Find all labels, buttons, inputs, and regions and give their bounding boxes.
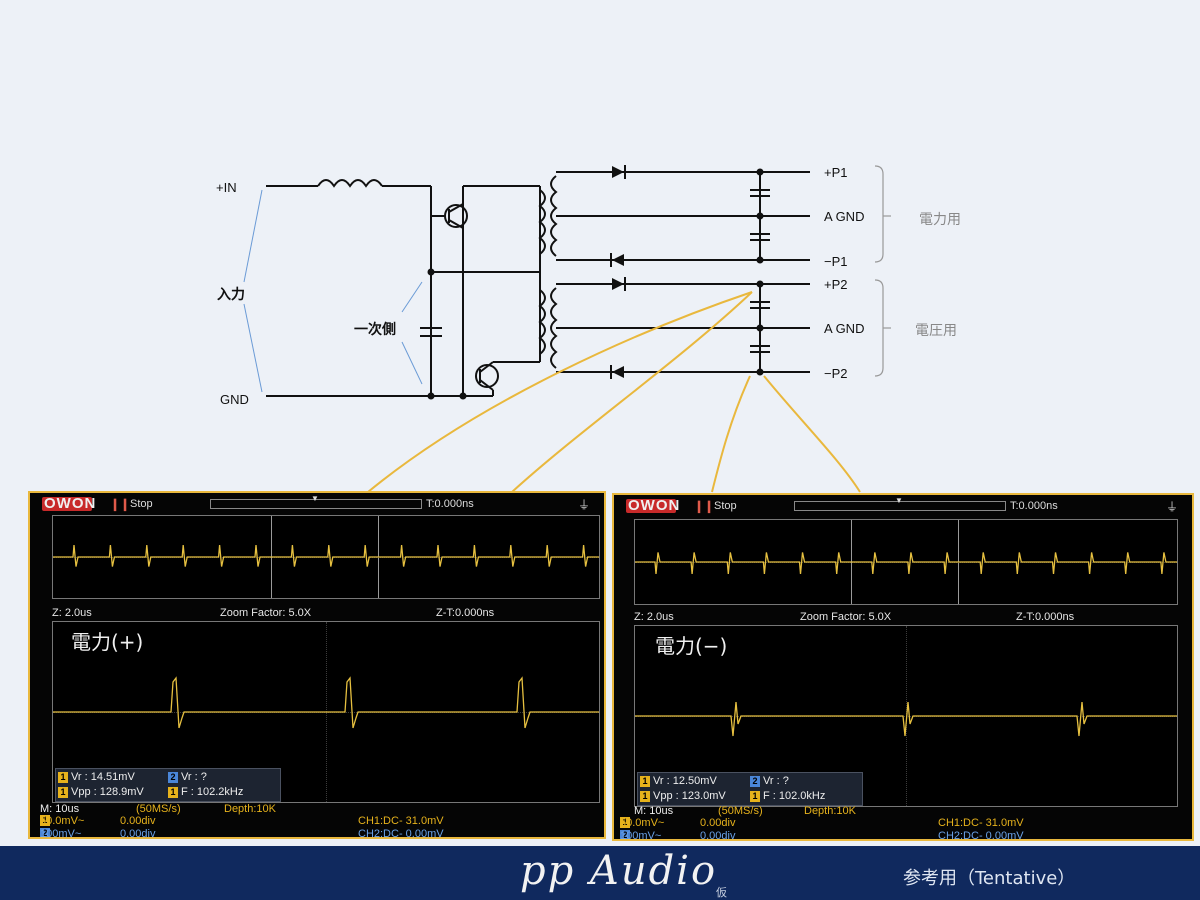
waveform-line — [635, 701, 1177, 737]
ch2-trigger: CH2:DC- 0.00mV — [938, 830, 1024, 841]
label-gnd: GND — [220, 392, 249, 407]
owon-brand: OWON — [44, 495, 97, 512]
owon-logo — [626, 499, 676, 513]
label-p1-minus: −P1 — [824, 254, 848, 269]
overview-trace — [53, 544, 599, 567]
sample-rate: (50MS/s) — [136, 803, 181, 815]
timebase: M: 10us — [40, 803, 80, 815]
zoom-trace — [53, 676, 599, 729]
ch1-position: 0.00div — [700, 817, 736, 829]
meas-vpp: Vpp : 123.0mV — [653, 790, 726, 802]
timebase: M: 10us — [634, 805, 674, 817]
trigger-position-bar: ▼ — [794, 496, 1006, 511]
label-input: 入力 — [217, 286, 245, 303]
footer-bar — [0, 846, 1200, 900]
ch1-trigger: CH1:DC- 31.0mV — [938, 817, 1024, 829]
trigger-position-bar: ▼ — [210, 494, 422, 509]
usb-icon: ⏚ — [1165, 500, 1178, 514]
trigger-marker-icon: ▼ — [311, 494, 319, 503]
circuit-schematic: +IN 入力 GND 一次側 +P1 A GND −P1 +P2 A GND −… — [216, 165, 961, 493]
label-p1-plus: +P1 — [824, 165, 848, 180]
ch1-position: 0.00div — [120, 815, 156, 827]
tentative-note: 参考用（Tentative） — [903, 868, 1076, 889]
label-agnd-1: A GND — [824, 209, 864, 224]
overview-waveform-panel — [634, 519, 1178, 605]
ch2-scale: 100mV~ — [40, 828, 82, 839]
scope-status: Stop — [130, 498, 153, 510]
zoom-factor: Zoom Factor: 5.0X — [220, 607, 312, 619]
trigger-marker-icon: ▼ — [895, 496, 903, 505]
ch1-scale: 50.0mV~ — [40, 815, 85, 827]
usb-icon: ⏚ — [577, 498, 590, 512]
brand-sub: 仮 — [716, 886, 727, 899]
meas-frequency: F : 102.2kHz — [181, 786, 244, 798]
zoom-t: Z-T:0.000ns — [1016, 611, 1075, 623]
channel-label: 電力(−) — [655, 634, 728, 658]
label-p2-plus: +P2 — [824, 277, 848, 292]
label-agnd-2: A GND — [824, 321, 864, 336]
pause-icon: ❙❙ — [694, 499, 715, 513]
meas-vr-ch1: Vr : 14.51mV — [71, 771, 135, 783]
meas-vr-ch2: Vr : ? — [181, 771, 207, 783]
label-p2-minus: −P2 — [824, 366, 848, 381]
meas-vr-ch2: Vr : ? — [763, 775, 789, 787]
owon-logo — [42, 497, 92, 511]
zoom-time: Z: 2.0us — [634, 611, 674, 623]
pause-icon: ❙❙ — [110, 497, 131, 511]
label-primary: 一次側 — [354, 321, 396, 338]
ch2-trigger: CH2:DC- 0.00mV — [358, 828, 444, 839]
meas-vpp: Vpp : 128.9mV — [71, 786, 144, 798]
overview-waveform-panel — [52, 515, 600, 599]
waveform-line — [53, 544, 599, 567]
ch2-position: 0.00div — [700, 830, 736, 841]
waveform-line — [635, 552, 1177, 575]
label-in-plus: +IN — [216, 180, 237, 195]
owon-brand: OWON — [628, 497, 681, 514]
ch1-trigger: CH1:DC- 31.0mV — [358, 815, 444, 827]
scope-status: Stop — [714, 500, 737, 512]
sample-rate: (50MS/s) — [718, 805, 763, 817]
memory-depth: Depth:10K — [224, 803, 276, 815]
trigger-time: T:0.000ns — [1010, 500, 1058, 512]
meas-vr-ch1: Vr : 12.50mV — [653, 775, 717, 787]
label-voltage-use: 電圧用 — [915, 323, 957, 339]
trigger-time: T:0.000ns — [426, 498, 474, 510]
ch1-scale: 50.0mV~ — [620, 817, 665, 829]
overview-trace — [635, 552, 1177, 575]
scope-power-plus: OWON ❙❙ Stop ▼ T:0.000ns ⏚ Z: 2.0us Zoom… — [28, 491, 606, 839]
ch2-scale: 100mV~ — [620, 830, 662, 841]
scope-power-minus: OWON ❙❙ Stop ▼ T:0.000ns ⏚ Z: 2.0us Zoom… — [612, 493, 1194, 841]
zoom-time: Z: 2.0us — [52, 607, 92, 619]
zoom-t: Z-T:0.000ns — [436, 607, 495, 619]
channel-label: 電力(+) — [71, 630, 144, 654]
meas-frequency: F : 102.0kHz — [763, 790, 826, 802]
waveform-line — [53, 676, 599, 729]
ch2-position: 0.00div — [120, 828, 156, 839]
zoom-factor: Zoom Factor: 5.0X — [800, 611, 892, 623]
label-power-use: 電力用 — [919, 212, 961, 228]
zoom-trace — [635, 701, 1177, 737]
brand-logo: pp Audio — [520, 848, 718, 894]
memory-depth: Depth:10K — [804, 805, 856, 817]
